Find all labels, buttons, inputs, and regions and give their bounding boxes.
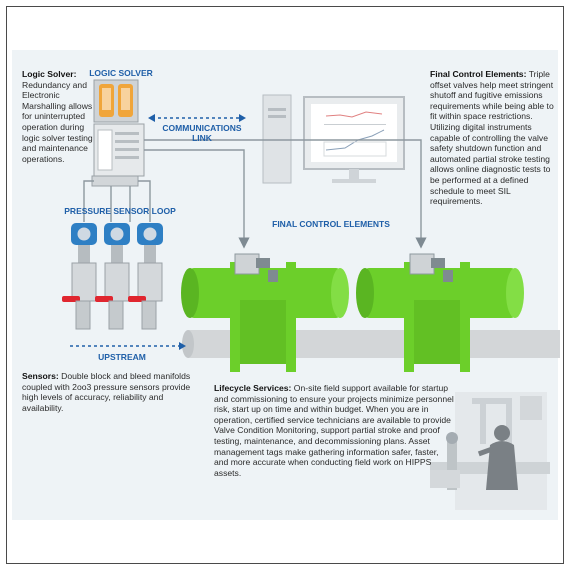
- final-control-description: Final Control Elements: Triple offset va…: [430, 69, 556, 207]
- signal-wires: [83, 139, 427, 249]
- pressure-transmitter-1-icon: [62, 223, 97, 330]
- lifecycle-description: Lifecycle Services: On-site field suppor…: [214, 383, 454, 478]
- final-control-body: Triple offset valves help meet stringent…: [430, 69, 554, 207]
- final-control-elements-label: FINAL CONTROL ELEMENTS: [272, 219, 390, 229]
- triple-offset-valve-2-icon: [356, 253, 524, 372]
- communications-arrow-right-icon: [239, 114, 246, 122]
- triple-offset-valve-1-icon: [181, 253, 349, 372]
- diagram-frame: [6, 6, 564, 564]
- computer-workstation-icon: [262, 94, 405, 184]
- logic-solver-description: Logic Solver: Redundancy and Electronic …: [22, 69, 96, 164]
- logic-solver-label: LOGIC SOLVER: [89, 68, 153, 78]
- logic-solver-cabinet-icon: [91, 79, 145, 187]
- service-technician-illustration: [430, 392, 550, 510]
- sensors-body: Double block and bleed manifolds coupled…: [22, 371, 191, 413]
- pressure-transmitter-3-icon: [128, 223, 163, 330]
- communications-arrow-left-icon: [148, 114, 155, 122]
- sensors-heading: Sensors:: [22, 371, 59, 381]
- communications-link-label: COMMUNICATIONS LINK: [162, 123, 242, 143]
- pressure-transmitter-2-icon: [95, 223, 130, 330]
- upstream-label: UPSTREAM: [98, 352, 146, 362]
- sensors-description: Sensors: Double block and bleed manifold…: [22, 371, 198, 413]
- pressure-sensor-loop-label: PRESSURE SENSOR LOOP: [64, 206, 176, 216]
- upstream-arrow-icon: [179, 342, 186, 350]
- final-control-heading: Final Control Elements:: [430, 69, 527, 79]
- lifecycle-body: On-site field support available for star…: [214, 383, 454, 478]
- logic-solver-heading: Logic Solver:: [22, 69, 77, 79]
- logic-solver-body: Redundancy and Electronic Marshalling al…: [22, 79, 93, 164]
- lifecycle-heading: Lifecycle Services:: [214, 383, 292, 393]
